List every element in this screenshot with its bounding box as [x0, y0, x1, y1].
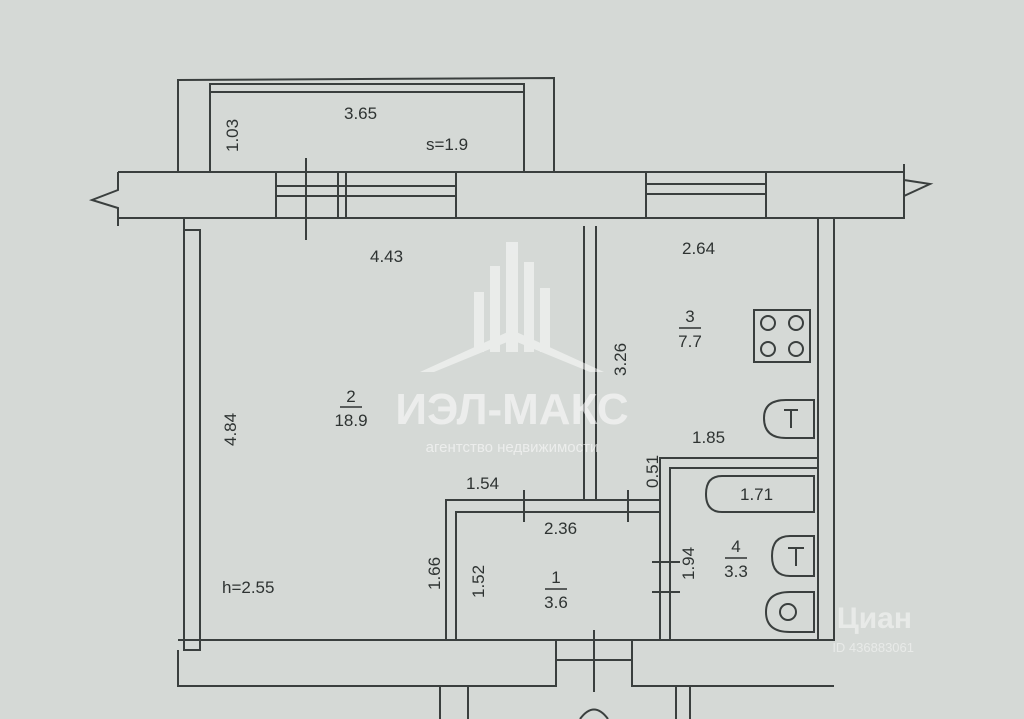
right-wall [817, 218, 835, 641]
break-right [903, 164, 934, 218]
living-width: 4.43 [370, 247, 403, 266]
watermark: ИЭЛ-МАКС агентство недвижимости Циан ID … [395, 242, 914, 655]
break-left [88, 172, 119, 226]
balcony-depth: 1.03 [223, 119, 242, 152]
kitchen-sink-icon [762, 399, 815, 439]
kitchen-width: 2.64 [682, 239, 715, 258]
bathtub-icon [704, 475, 815, 513]
room-4-area: 3.3 [724, 562, 748, 581]
stove-icon [753, 309, 811, 363]
room-labels: 2 18.9 3 7.7 1 3.6 4 3.3 [334, 307, 747, 612]
watermark-corner-id: ID 436883061 [832, 640, 914, 655]
toilet-icon [764, 591, 815, 633]
watermark-corner-brand: Циан [837, 602, 912, 635]
balcony-area: s=1.9 [426, 135, 468, 154]
watermark-brand: ИЭЛ-МАКС [395, 385, 628, 434]
room-1-area: 3.6 [544, 593, 568, 612]
hall-length: 1.52 [469, 565, 488, 598]
kitchen-length: 3.26 [611, 343, 630, 376]
bath-width: 1.71 [740, 485, 773, 504]
watermark-logo-icon [420, 242, 604, 372]
room-2-area: 18.9 [334, 411, 367, 430]
exterior-wall [118, 171, 905, 219]
walls [88, 76, 934, 719]
bath-sink-icon [770, 535, 815, 577]
room-3-number: 3 [685, 307, 694, 326]
lower-fragment [439, 686, 691, 719]
hall-left-dim: 1.66 [425, 557, 444, 590]
living-wall-left [183, 218, 201, 651]
hall-top-dim: 1.54 [466, 474, 499, 493]
watermark-tagline: агентство недвижимости [426, 439, 599, 456]
room-1-number: 1 [551, 568, 560, 587]
fixtures [704, 309, 815, 633]
bottom-wall [177, 639, 834, 687]
bath-gap-dim: 0.51 [643, 455, 662, 488]
kitchen-lower-dim: 1.85 [692, 428, 725, 447]
room-2-number: 2 [346, 387, 355, 406]
kitchen-wall [583, 226, 597, 501]
bath-length: 1.94 [679, 547, 698, 580]
hall-width: 2.36 [544, 519, 577, 538]
room-4-number: 4 [731, 537, 740, 556]
living-ceiling: h=2.55 [222, 578, 274, 597]
living-length: 4.84 [221, 413, 240, 446]
balcony-width: 3.65 [344, 104, 377, 123]
dimensions: 3.65 1.03 s=1.9 4.43 4.84 h=2.55 2.64 3.… [221, 104, 773, 598]
room-3-area: 7.7 [678, 332, 702, 351]
